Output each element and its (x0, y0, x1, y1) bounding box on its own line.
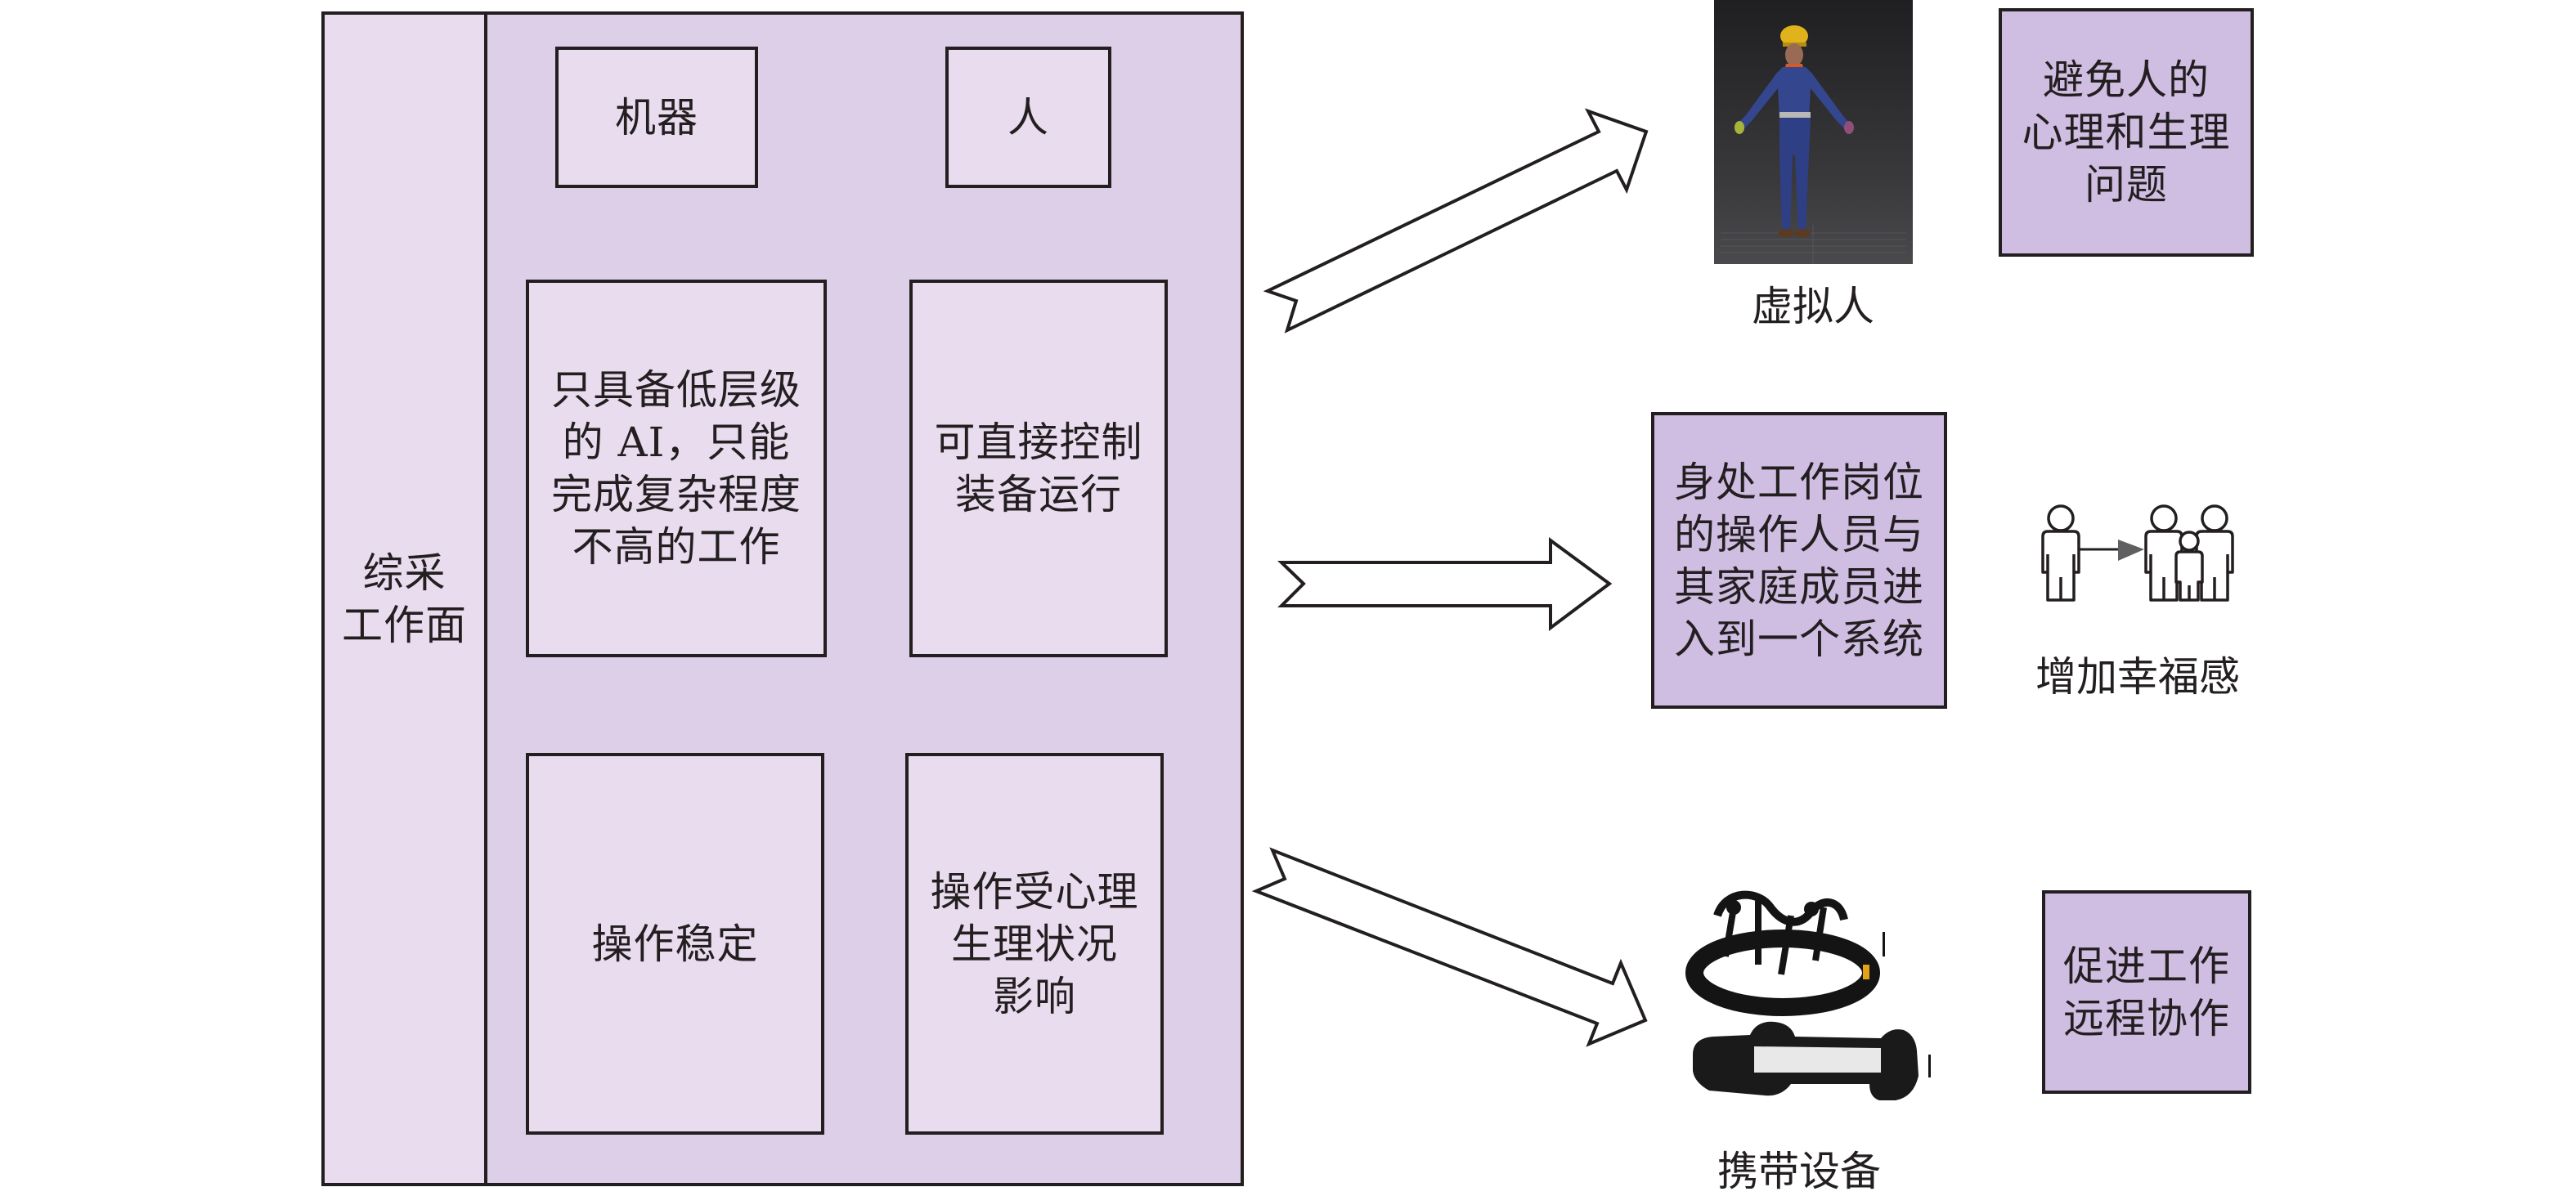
benefit-box-remote-collab: 促进工作 远程协作 (2042, 890, 2251, 1094)
machine-trait-stable: 操作稳定 (591, 920, 759, 968)
family-system-box: 身处工作岗位 的操作人员与 其家庭成员进 入到一个系统 (1651, 412, 1947, 709)
benefit-avoid-problems: 避免人的 心理和生理 问题 (2022, 56, 2231, 208)
human-trait-psych: 操作受心理 生理状况 影响 (930, 867, 1139, 1020)
human-trait-control: 可直接控制 装备运行 (934, 419, 1143, 518)
virtual-human-image (1714, 0, 1913, 264)
human-trait-box-psych: 操作受心理 生理状况 影响 (905, 753, 1164, 1135)
ar-headset-icon (1693, 1021, 1931, 1100)
arrow-down-right-icon (1251, 847, 1648, 1047)
benefit-box-avoid-problems: 避免人的 心理和生理 问题 (1999, 8, 2254, 257)
human-header-box: 人 (945, 47, 1111, 188)
family-arrow-icon (2118, 540, 2144, 561)
virtual-human-figure-icon (1721, 25, 1906, 264)
machine-trait-ai: 只具备低层级 的 AI，只能 完成复杂程度 不高的工作 (551, 366, 801, 571)
family-system-text: 身处工作岗位 的操作人员与 其家庭成员进 入到一个系统 (1674, 458, 1924, 663)
eeg-headset-icon (1685, 890, 1885, 1016)
human-trait-box-control: 可直接控制 装备运行 (909, 280, 1168, 657)
wearable-devices-image (1685, 890, 1931, 1100)
virtual-human-caption: 虚拟人 (1752, 283, 1874, 330)
workface-label: 综采 工作面 (342, 549, 467, 649)
family-icon (2041, 504, 2234, 602)
human-header: 人 (1008, 93, 1049, 141)
machine-header-box: 机器 (555, 47, 758, 188)
machine-header: 机器 (615, 93, 698, 141)
arrow-right-icon (1277, 537, 1613, 631)
wearable-devices-caption: 携带设备 (1717, 1148, 1881, 1195)
machine-trait-box-ai: 只具备低层级 的 AI，只能 完成复杂程度 不高的工作 (526, 280, 827, 657)
machine-trait-box-stable: 操作稳定 (526, 753, 824, 1135)
arrow-up-right-icon (1263, 108, 1649, 334)
benefit-remote-collab: 促进工作 远程协作 (2063, 942, 2230, 1042)
workface-label-column: 综采 工作面 (321, 11, 487, 1186)
happiness-caption: 增加幸福感 (2035, 653, 2240, 701)
